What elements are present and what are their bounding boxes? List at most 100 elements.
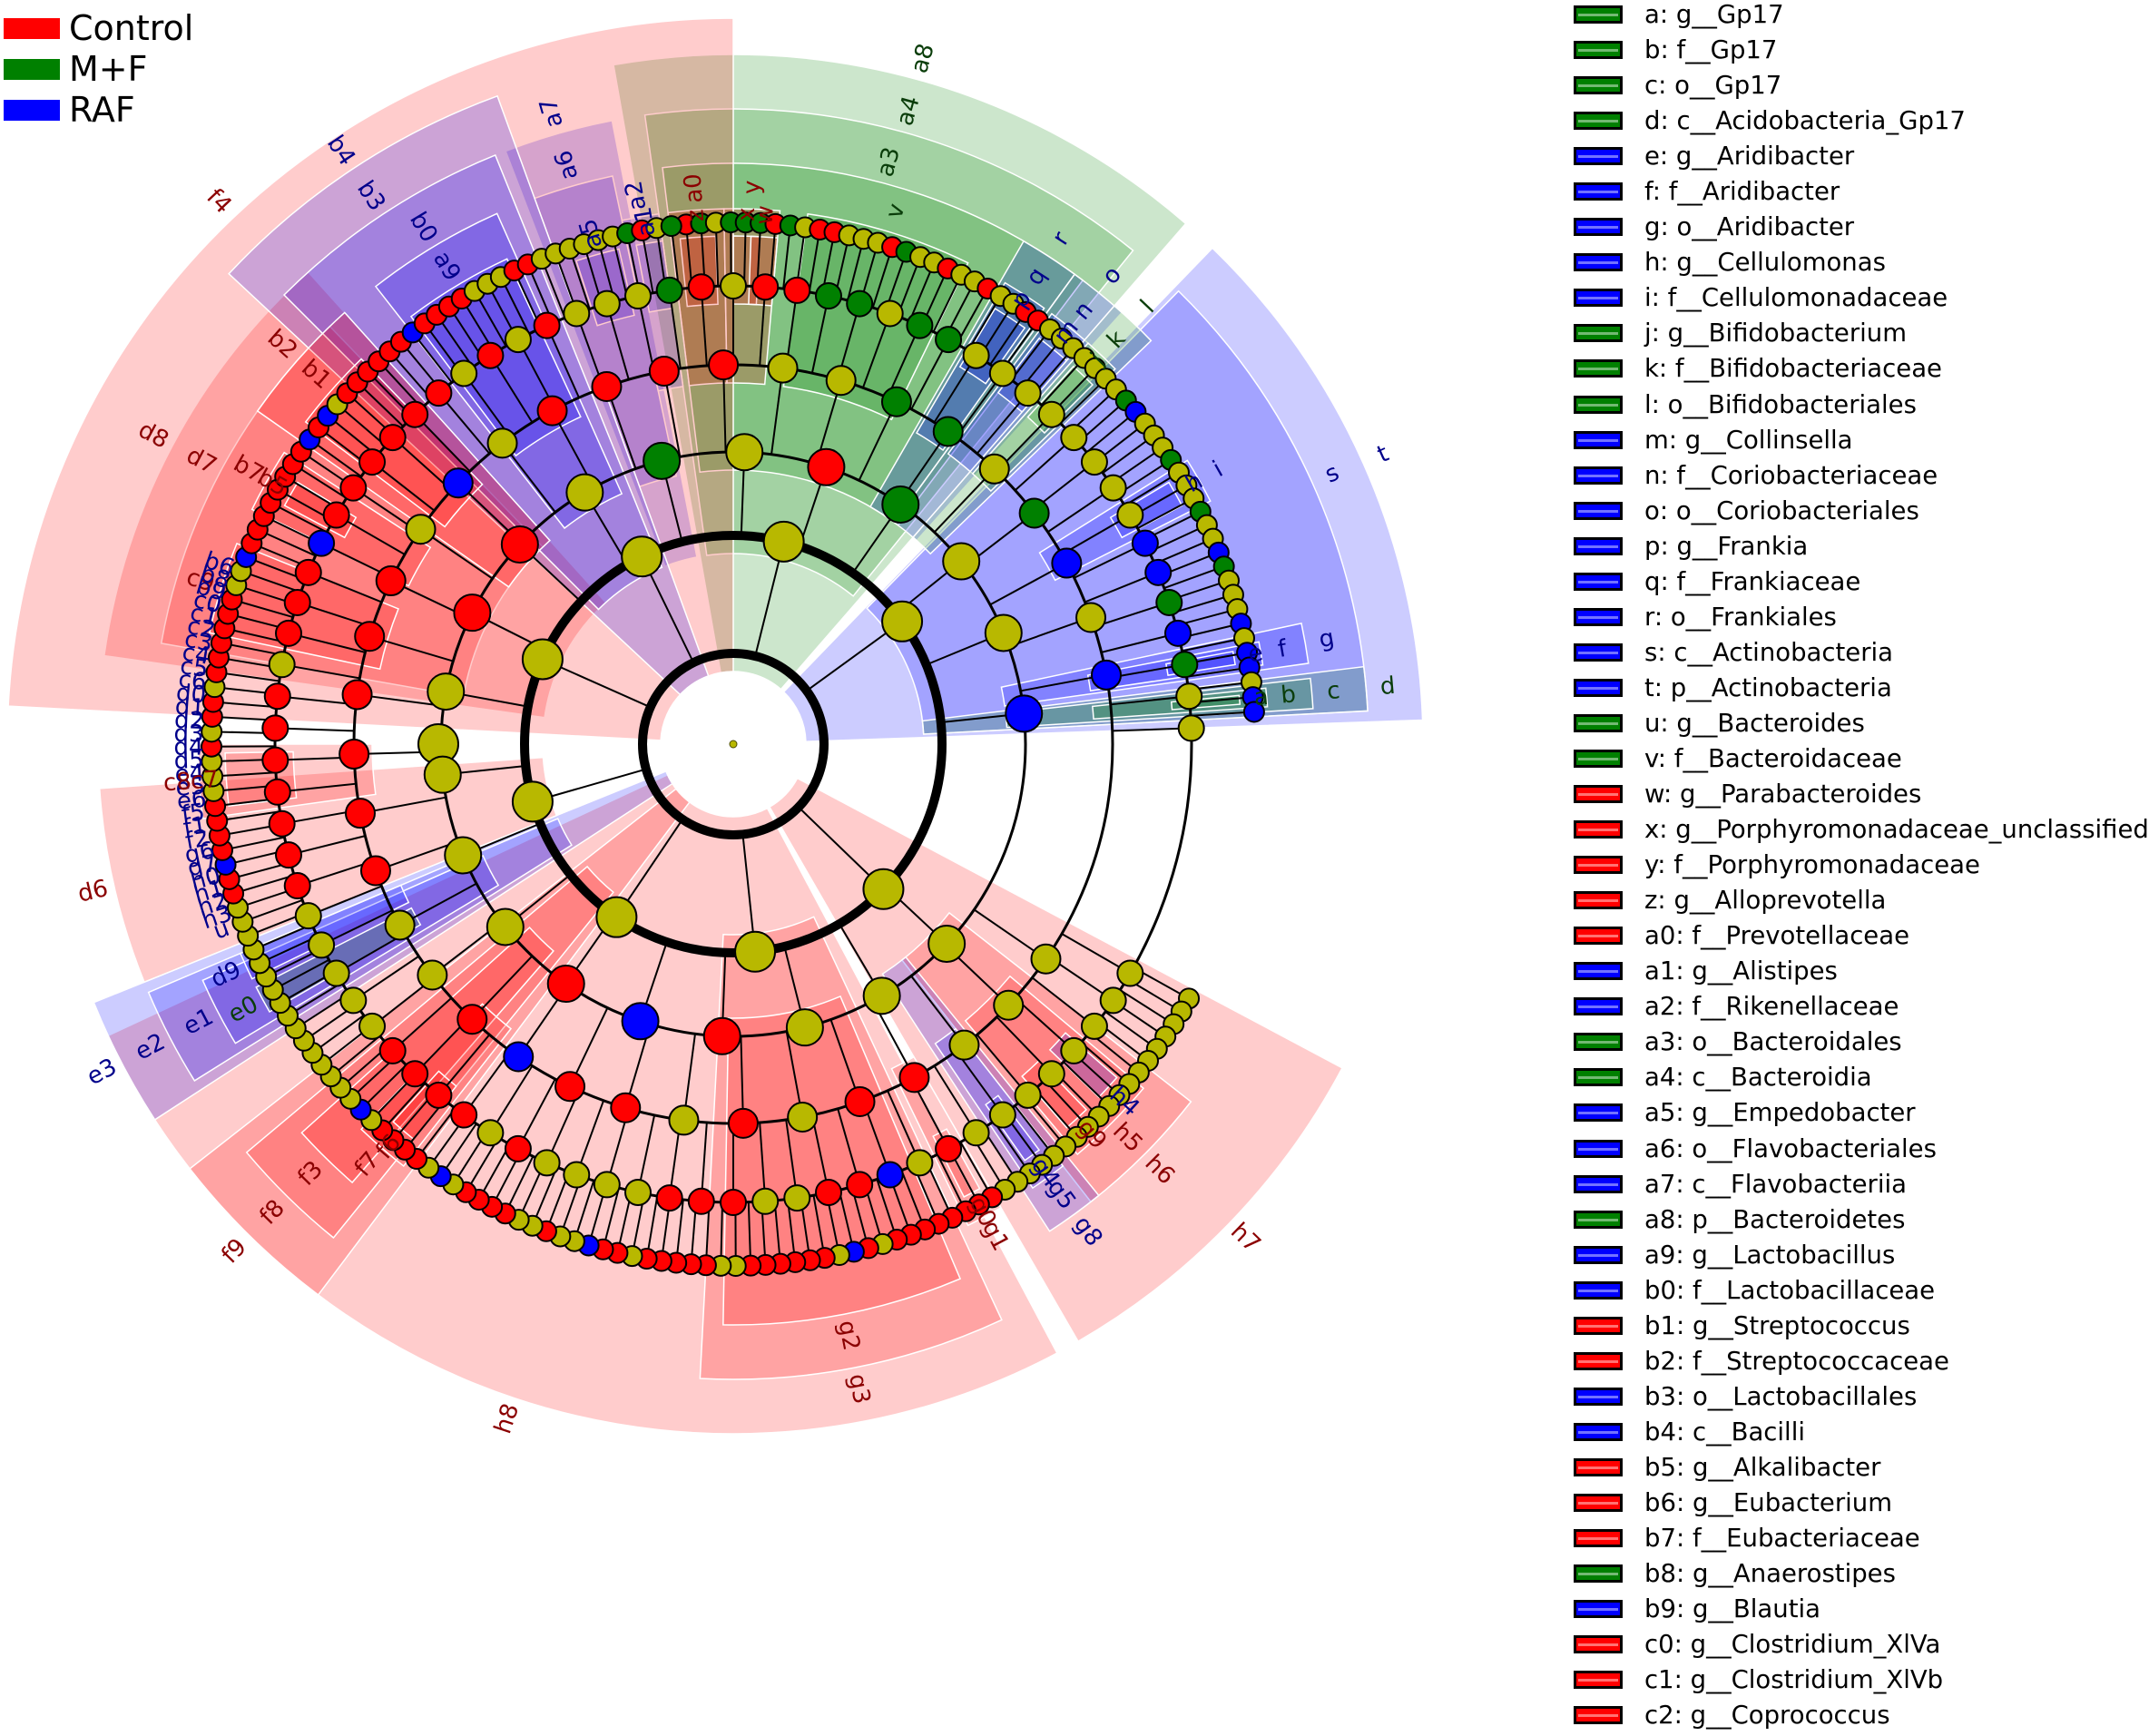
taxa-swatch-b7 bbox=[1574, 1529, 1623, 1547]
group-label-control: Control bbox=[69, 9, 193, 47]
clade-node bbox=[1133, 531, 1158, 556]
clade-node bbox=[808, 449, 844, 485]
clade-node bbox=[285, 873, 310, 898]
clade-node bbox=[564, 300, 589, 326]
taxa-swatch-c2 bbox=[1574, 1706, 1623, 1724]
taxa-label-p: p: g__Frankia bbox=[1644, 532, 1808, 561]
taxa-swatch-b8 bbox=[1574, 1564, 1623, 1583]
taxa-legend-item-b: b: f__Gp17 bbox=[1570, 35, 2147, 71]
taxa-swatch-b2 bbox=[1574, 1352, 1623, 1370]
taxa-label-b4: b4: c__Bacilli bbox=[1644, 1417, 1805, 1447]
clade-node bbox=[990, 360, 1016, 386]
clade-node bbox=[1117, 503, 1143, 528]
taxa-legend-item-v: v: f__Bacteroidaceae bbox=[1570, 744, 2147, 780]
clade-node bbox=[882, 602, 922, 642]
clade-node bbox=[359, 1014, 385, 1039]
clade-label-g2: g2 bbox=[832, 1319, 865, 1353]
clade-node bbox=[864, 977, 900, 1014]
taxa-swatch-b bbox=[1574, 41, 1623, 59]
clade-node bbox=[451, 360, 476, 386]
taxa-legend-item-s: s: c__Actinobacteria bbox=[1570, 638, 2147, 673]
taxa-label-o: o: o__Coriobacteriales bbox=[1644, 496, 1919, 525]
group-label-mf: M+F bbox=[69, 50, 147, 88]
taxa-legend-item-i: i: f__Cellulomonadaceae bbox=[1570, 283, 2147, 319]
clade-node bbox=[309, 932, 334, 957]
clade-node bbox=[594, 1172, 620, 1197]
group-swatch-mf bbox=[4, 59, 60, 80]
clade-node bbox=[339, 740, 368, 769]
taxa-legend-item-a5: a5: g__Empedobacter bbox=[1570, 1098, 2147, 1133]
taxa-legend-item-c0: c0: g__Clostridium_XlVa bbox=[1570, 1630, 2147, 1665]
clade-node bbox=[1061, 425, 1086, 450]
taxa-label-b9: b9: g__Blautia bbox=[1644, 1594, 1820, 1623]
clade-node bbox=[296, 903, 321, 928]
clade-node bbox=[1039, 1061, 1065, 1086]
clade-node bbox=[270, 811, 295, 837]
taxa-swatch-b1 bbox=[1574, 1317, 1623, 1335]
clade-node bbox=[564, 1162, 589, 1188]
center-dot bbox=[730, 740, 737, 748]
taxa-label-b6: b6: g__Eubacterium bbox=[1644, 1488, 1892, 1517]
clade-node bbox=[1016, 380, 1041, 406]
group-swatch-raf bbox=[4, 100, 60, 121]
taxa-label-a3: a3: o__Bacteroidales bbox=[1644, 1027, 1902, 1056]
taxa-legend-item-t: t: p__Actinobacteria bbox=[1570, 673, 2147, 709]
clade-node bbox=[1156, 590, 1182, 615]
clade-node bbox=[1101, 987, 1126, 1013]
clade-label-a: a bbox=[1252, 683, 1269, 711]
clade-node bbox=[1061, 1038, 1086, 1064]
taxa-label-c0: c0: g__Clostridium_XlVa bbox=[1644, 1630, 1940, 1659]
clade-node bbox=[882, 486, 918, 523]
taxa-swatch-b3 bbox=[1574, 1388, 1623, 1406]
clade-node bbox=[994, 991, 1023, 1020]
taxa-legend-item-b0: b0: f__Lactobacillaceae bbox=[1570, 1276, 2147, 1311]
taxa-swatch-b9 bbox=[1574, 1600, 1623, 1618]
taxa-legend-item-d: d: c__Acidobacteria_Gp17 bbox=[1570, 106, 2147, 142]
clade-node bbox=[878, 1162, 903, 1188]
clade-node bbox=[1082, 1014, 1107, 1039]
clade-node bbox=[623, 1003, 659, 1039]
clade-node bbox=[899, 1063, 928, 1092]
taxa-legend-item-b5: b5: g__Alkalibacter bbox=[1570, 1453, 2147, 1488]
taxa-label-k: k: f__Bifidobacteriaceae bbox=[1644, 354, 1942, 383]
clade-node bbox=[402, 1061, 427, 1086]
taxa-label-x: x: g__Porphyromonadaceae_unclassified bbox=[1644, 815, 2149, 844]
taxa-swatch-c1 bbox=[1574, 1671, 1623, 1689]
clade-node bbox=[285, 590, 310, 615]
clade-node bbox=[704, 1018, 741, 1054]
taxa-swatch-f bbox=[1574, 182, 1623, 201]
group-swatch-control bbox=[4, 18, 60, 39]
clade-node bbox=[380, 1038, 406, 1064]
taxa-swatch-a6 bbox=[1574, 1140, 1623, 1158]
clade-label-e3: e3 bbox=[83, 1054, 122, 1092]
taxa-label-f: f: f__Aridibacter bbox=[1644, 177, 1840, 206]
clade-node bbox=[427, 673, 464, 710]
taxa-label-r: r: o__Frankiales bbox=[1644, 603, 1837, 632]
taxa-swatch-b6 bbox=[1574, 1494, 1623, 1512]
clade-label-c7: c7 bbox=[190, 766, 220, 795]
taxa-label-a1: a1: g__Alistipes bbox=[1644, 956, 1838, 986]
clade-node bbox=[276, 842, 301, 868]
clade-node bbox=[847, 291, 872, 317]
taxa-legend-item-b9: b9: g__Blautia bbox=[1570, 1594, 2147, 1630]
clade-node bbox=[309, 531, 334, 556]
clade-node bbox=[943, 544, 979, 580]
clade-node bbox=[505, 327, 531, 352]
taxa-label-h: h: g__Cellulomonas bbox=[1644, 248, 1886, 277]
taxa-label-b: b: f__Gp17 bbox=[1644, 35, 1777, 64]
taxa-legend-item-a: a: g__Gp17 bbox=[1570, 0, 2147, 35]
clade-label-c: c bbox=[1326, 677, 1341, 705]
clade-node bbox=[454, 594, 490, 631]
taxa-label-a5: a5: g__Empedobacter bbox=[1644, 1098, 1916, 1127]
clade-node bbox=[622, 536, 662, 576]
clade-node bbox=[548, 966, 584, 1002]
clade-node bbox=[657, 1185, 682, 1211]
group-label-raf: RAF bbox=[69, 91, 135, 129]
clade-node bbox=[846, 1087, 875, 1116]
clade-node bbox=[611, 1094, 640, 1123]
taxa-swatch-a1 bbox=[1574, 962, 1623, 980]
taxa-legend-item-b3: b3: o__Lactobacillales bbox=[1570, 1382, 2147, 1417]
clade-label-g3: g3 bbox=[843, 1372, 876, 1407]
clade-node bbox=[417, 960, 446, 989]
taxa-label-m: m: g__Collinsella bbox=[1644, 426, 1853, 455]
